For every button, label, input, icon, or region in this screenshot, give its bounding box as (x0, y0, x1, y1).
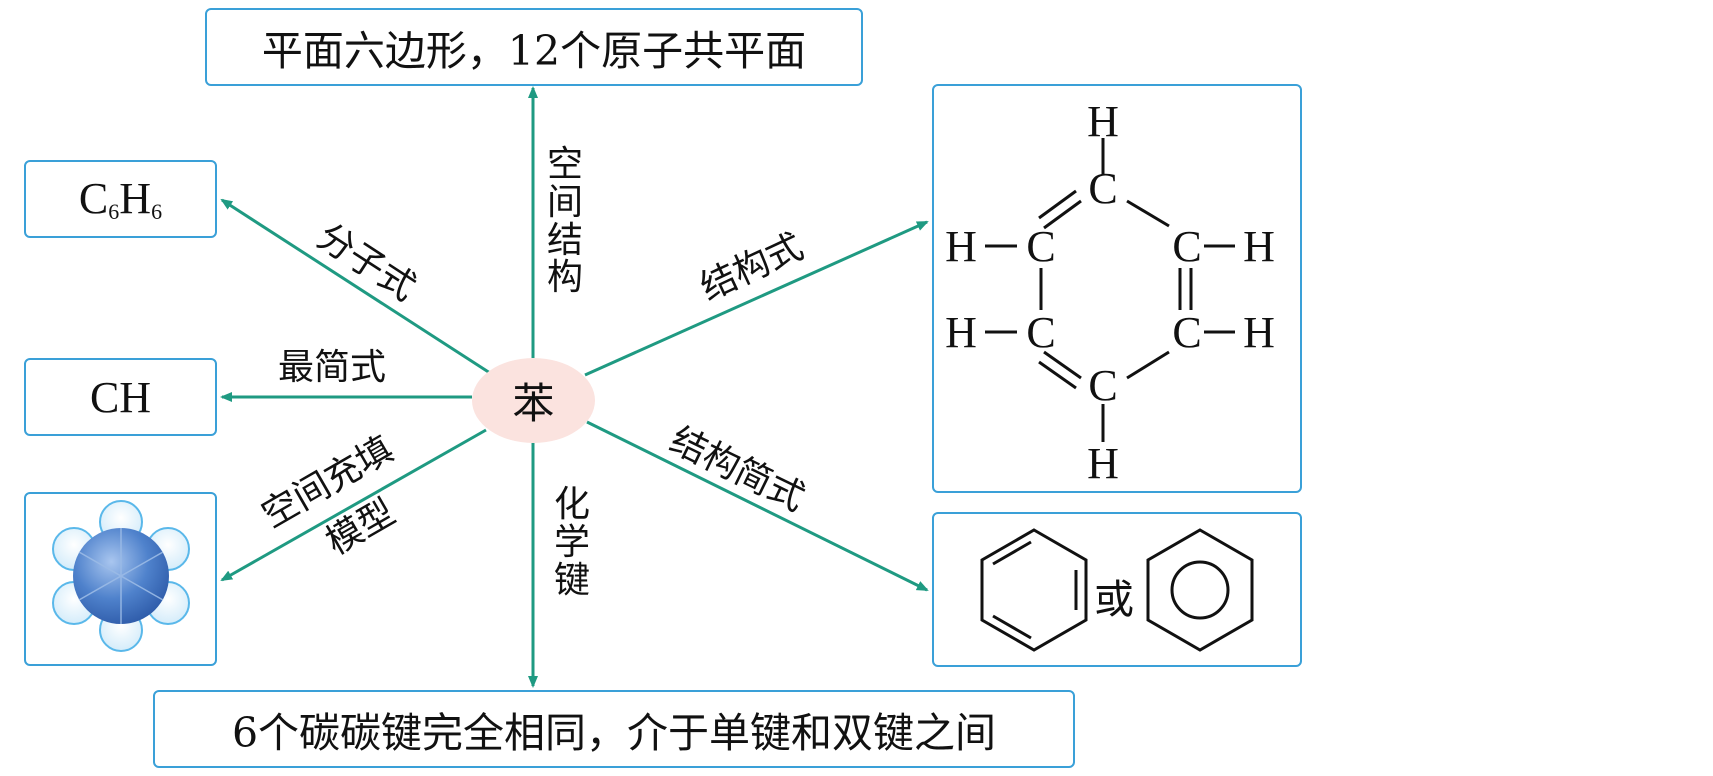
arrow-to-simplified (586, 420, 929, 592)
or-text: 或 (1094, 577, 1134, 623)
cc-double-bond-bottom-left-a (1043, 350, 1082, 380)
atom-c-upper-right: C (1172, 222, 1201, 271)
structural-formula-box (932, 84, 1302, 493)
atom-c-bottom: C (1088, 361, 1117, 410)
atom-h-upper-left: H (945, 222, 977, 271)
atom-c-lower-right: C (1172, 308, 1201, 357)
label-chemical-bond: 化学键 (553, 484, 590, 601)
benzene-structural-formula: H C H C C H H C C H C H (945, 97, 1275, 488)
space-filling-model-icon (52, 500, 190, 652)
simplified-structure-box: 或 (932, 512, 1302, 667)
arrow-to-formula (220, 198, 491, 375)
atom-h-lower-right: H (1243, 308, 1275, 357)
atom-h-top: H (1087, 97, 1119, 146)
cc-double-bond-top-left-b (1038, 189, 1077, 220)
cc-bond-bottom-right (1126, 350, 1170, 380)
spatial-structure-box: 平面六边形，12个原子共平面 (205, 8, 863, 86)
spatial-structure-text: 平面六边形，12个原子共平面 (261, 27, 807, 75)
atom-h-lower-left: H (945, 308, 977, 357)
benzene-kekule-hexagon (980, 528, 1088, 652)
molecular-formula-box: C6H6 (24, 160, 217, 238)
center-node-benzene: 苯 (472, 358, 595, 443)
cc-double-bond-bottom-left-b (1038, 360, 1077, 390)
arrows (220, 86, 929, 688)
atom-c-upper-left: C (1026, 222, 1055, 271)
atom-h-upper-right: H (1243, 222, 1275, 271)
atom-c-top: C (1088, 164, 1117, 213)
cc-double-bond-top-left-a (1043, 199, 1082, 230)
arrow-to-structural (584, 220, 929, 377)
benzene-circle-hexagon (1146, 528, 1254, 652)
cc-bond-top-right (1126, 199, 1170, 228)
simplest-formula-box: CH (24, 358, 217, 436)
molecular-formula: C6H6 (78, 174, 163, 224)
label-simplest-formula: 最简式 (278, 347, 387, 388)
space-filling-model-box (24, 492, 217, 666)
chemical-bond-box: 6个碳碳键完全相同，介于单键和双键之间 (153, 690, 1075, 768)
arrow-to-model (220, 428, 487, 582)
label-spatial-structure: 空间结构 (546, 144, 583, 299)
center-label: 苯 (512, 379, 555, 428)
atom-c-lower-left: C (1026, 308, 1055, 357)
atom-h-bottom: H (1087, 439, 1119, 488)
simplest-formula: CH (89, 372, 152, 422)
chemical-bond-text: 6个碳碳键完全相同，介于单键和双键之间 (231, 709, 997, 757)
